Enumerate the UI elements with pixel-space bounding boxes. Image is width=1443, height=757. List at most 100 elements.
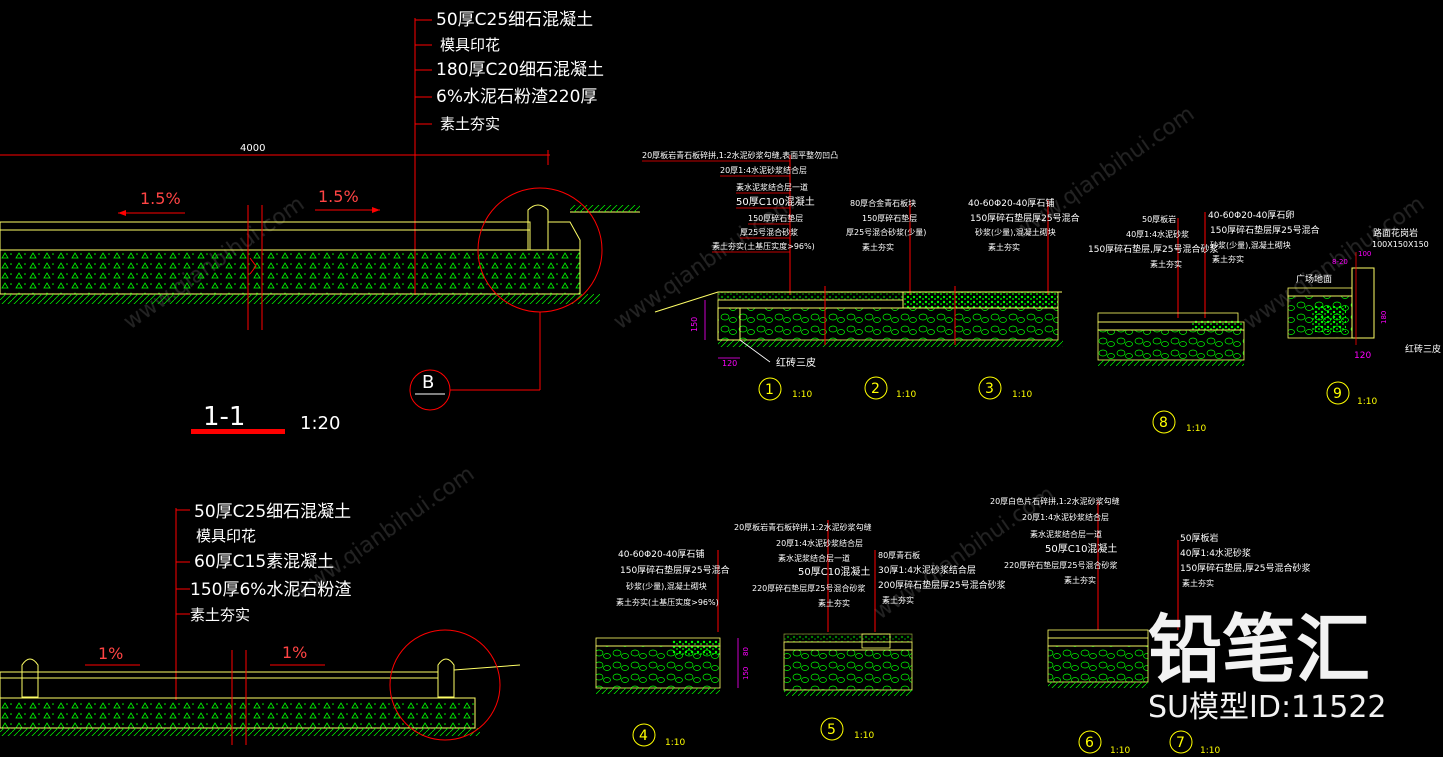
brand-model-id: SU模型ID:11522: [1148, 690, 1387, 725]
d123-brick: 红砖三皮: [776, 356, 816, 369]
d9-dim-180: 180: [1380, 311, 1388, 324]
d9-scale: 1:10: [1357, 397, 1377, 407]
d6-note-2: 20厚1:4水泥砂浆结合层: [1022, 512, 1109, 522]
d123-note-2: 20厚1:4水泥砂浆结合层: [720, 165, 807, 175]
d5-note-3: 素水泥浆结合层一道: [778, 553, 850, 563]
top-layer-5: 素土夯实: [440, 115, 500, 133]
d4-note-1: 40-60Φ20-40厚石铺: [618, 548, 704, 560]
d2-scale: 1:10: [896, 390, 916, 400]
d6-note-3: 素水泥浆结合层一道: [1030, 529, 1102, 539]
detail-8: 50厚板岩 40厚1:4水泥砂浆 150厚碎石垫层,厚25号混合砂浆 素土夯实 …: [1088, 210, 1320, 434]
top-layer-1: 50厚C25细石混凝土: [436, 10, 593, 30]
d7-label: 7: [1176, 735, 1185, 751]
d3-label: 3: [985, 381, 994, 397]
d5-label: 5: [827, 722, 836, 738]
d5b-note-2: 30厚1:4水泥砂浆结合层: [878, 564, 976, 576]
bottom-layer-3: 60厚C15素混凝土: [194, 552, 334, 572]
d4-scale: 1:10: [665, 738, 685, 748]
d9-brick: 红砖三皮: [1405, 343, 1441, 355]
d5b-note-4: 素土夯实: [882, 595, 914, 605]
d8-b-3: 砂浆(少量),混凝土砌块: [1210, 240, 1291, 250]
d4-dim-80: 80: [742, 647, 750, 656]
d123-col3-1: 40-60Φ20-40厚石铺: [968, 197, 1054, 209]
detail-6-7: 20厚白色片石碎拼,1:2水泥砂浆勾缝 20厚1:4水泥砂浆结合层 素水泥浆结合…: [990, 496, 1311, 756]
callout-b: B: [422, 372, 434, 393]
brand-name: 铅笔汇: [1148, 607, 1370, 693]
top-layer-3: 180厚C20细石混凝土: [436, 60, 604, 80]
detail-1-2-3: 20厚板岩青石板碎拼,1:2水泥砂浆勾缝,表面平整勿凹凸 20厚1:4水泥砂浆结…: [642, 150, 1080, 401]
d123-col2-2: 150厚碎石垫层: [862, 213, 917, 223]
d6-note-1: 20厚白色片石碎拼,1:2水泥砂浆勾缝: [990, 496, 1120, 506]
d9-curb: 路面花岗岩: [1373, 227, 1418, 239]
d9-label: 9: [1333, 386, 1342, 402]
d5-note-6: 素土夯实: [818, 598, 850, 608]
d6-note-5: 220厚碎石垫层厚25号混合砂浆: [1004, 560, 1117, 570]
d9-plaza: 广场地面: [1296, 273, 1332, 285]
d8-b-1: 40-60Φ20-40厚石卵: [1208, 210, 1294, 221]
d123-note-4: 50厚C100混凝土: [736, 195, 815, 208]
d123-note-5: 150厚碎石垫层: [748, 213, 803, 223]
d5-note-1: 20厚板岩青石板碎拼,1:2水泥砂浆勾缝: [734, 522, 872, 532]
d7-scale: 1:10: [1200, 746, 1220, 756]
d123-note-6: 厚25号混合砂浆: [740, 227, 798, 237]
d6-label: 6: [1085, 735, 1094, 751]
d8-a-4: 素土夯实: [1150, 259, 1182, 269]
top-layer-2: 模具印花: [440, 36, 500, 54]
detail-9: 广场地面 路面花岗岩 100X150X150 红砖三皮 100 8-20 180…: [1287, 227, 1441, 407]
d2-label: 2: [871, 381, 880, 397]
d123-col2-4: 素土夯实: [862, 242, 894, 252]
d123-note-7: 素土夯实(土基压实度>96%): [712, 241, 815, 251]
d7-note-2: 40厚1:4水泥砂浆: [1180, 547, 1251, 559]
d7-note-1: 50厚板岩: [1180, 532, 1218, 544]
d8-a-2: 40厚1:4水泥砂浆: [1126, 229, 1189, 239]
d9-dim-100: 100: [1358, 250, 1371, 258]
d9-dim-8-20: 8-20: [1332, 258, 1348, 266]
d8-scale: 1:10: [1186, 424, 1206, 434]
bottom-slope-left: 1%: [98, 644, 123, 663]
d123-col2-1: 80厚合金青石板块: [850, 198, 916, 208]
bottom-layer-1: 50厚C25细石混凝土: [194, 502, 351, 522]
d4-note-2: 150厚碎石垫层厚25号混合: [620, 564, 730, 576]
slope-left: 1.5%: [140, 189, 181, 208]
d8-a-3: 150厚碎石垫层,厚25号混合砂浆: [1088, 243, 1219, 255]
detail-4-5: 40-60Φ20-40厚石铺 150厚碎石垫层厚25号混合 砂浆(少量),混凝土…: [595, 520, 1006, 748]
bottom-layer-2: 模具印花: [196, 527, 256, 545]
d123-note-1: 20厚板岩青石板碎拼,1:2水泥砂浆勾缝,表面平整勿凹凸: [642, 150, 838, 160]
d7-note-4: 素土夯实: [1182, 578, 1214, 588]
d123-col3-4: 素土夯实: [988, 242, 1020, 252]
d5b-note-1: 80厚青石板: [878, 550, 920, 560]
d4-note-3: 砂浆(少量),混凝土砌块: [626, 581, 707, 591]
d1-scale: 1:10: [792, 390, 812, 400]
d8-b-4: 素土夯实: [1212, 254, 1244, 264]
section-title: 1-1: [203, 402, 245, 432]
d4-dim-150: 150: [742, 667, 750, 680]
d9-dim-120: 120: [1354, 351, 1371, 361]
d8-a-1: 50厚板岩: [1142, 214, 1176, 224]
bottom-slope-right: 1%: [282, 643, 307, 662]
d1-label: 1: [765, 382, 774, 398]
section-scale: 1:20: [300, 413, 340, 434]
bottom-layer-5: 素土夯实: [190, 606, 250, 624]
d123-dim-150: 150: [690, 317, 699, 332]
d8-b-2: 150厚碎石垫层厚25号混合: [1210, 224, 1320, 236]
d9-curb-size: 100X150X150: [1372, 240, 1429, 249]
d5-scale: 1:10: [854, 731, 874, 741]
bottom-layer-4: 150厚6%水泥石粉渣: [190, 580, 351, 600]
d4-note-4: 素土夯实(土基压实度>96%): [616, 597, 719, 607]
d4-label: 4: [639, 728, 648, 744]
d123-col3-2: 150厚碎石垫层厚25号混合: [970, 212, 1080, 224]
slope-right: 1.5%: [318, 187, 359, 206]
section-bottom: 50厚C25细石混凝土 模具印花 60厚C15素混凝土 150厚6%水泥石粉渣 …: [0, 502, 521, 745]
width-dim: 4000: [240, 143, 265, 154]
d123-dim-120: 120: [722, 359, 737, 368]
d3-scale: 1:10: [1012, 390, 1032, 400]
brand-watermark: 铅笔汇 SU模型ID:11522: [1148, 607, 1387, 725]
d7-note-3: 150厚碎石垫层,厚25号混合砂浆: [1180, 562, 1311, 574]
d123-note-3: 素水泥浆结合层一道: [736, 182, 808, 192]
d5-note-4: 50厚C10混凝土: [798, 565, 870, 578]
d6-scale: 1:10: [1110, 746, 1130, 756]
section-1-1: 50厚C25细石混凝土 模具印花 180厚C20细石混凝土 6%水泥石粉渣220…: [0, 10, 640, 434]
d123-col3-3: 砂浆(少量),混凝土砌块: [975, 227, 1056, 237]
d5b-note-3: 200厚碎石垫层厚25号混合砂浆: [878, 579, 1006, 591]
